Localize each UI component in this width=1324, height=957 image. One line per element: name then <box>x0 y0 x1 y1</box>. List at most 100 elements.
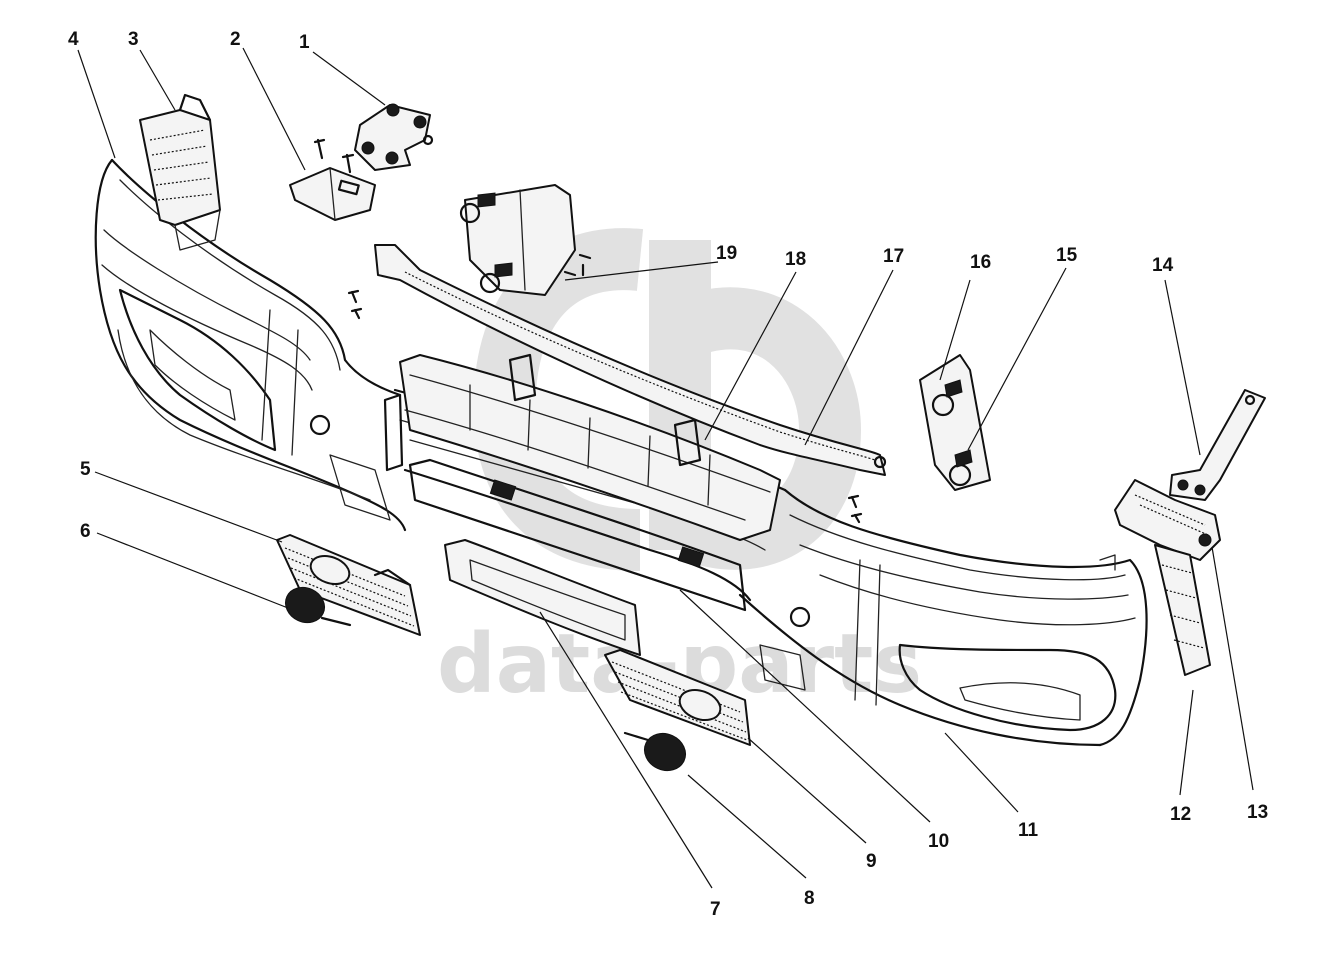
center-beam-top-edge <box>409 374 771 493</box>
part-reinforcement-strip <box>374 244 887 476</box>
leader-3 <box>139 49 176 111</box>
center-beam-clip-left <box>508 353 537 402</box>
leader-15 <box>967 267 1067 451</box>
leader-16 <box>939 279 971 381</box>
bumper-left-rib-1 <box>103 229 311 361</box>
right-upper-bracket-arm <box>1169 389 1266 501</box>
part-top-mount-plate <box>354 103 434 171</box>
center-mount-bracket-body <box>464 184 576 296</box>
center-mount-bracket-clip-1 <box>477 192 496 208</box>
right-grille-lamp-hole <box>678 689 722 721</box>
fastener-pair-left <box>347 289 363 320</box>
right-upper-bracket-bolt-1 <box>1177 479 1189 491</box>
bumper-right-tow-hole <box>789 606 811 628</box>
part-left-end-bracket <box>139 93 221 251</box>
part-right-grille <box>604 649 751 746</box>
bumper-left-tow-hole <box>309 414 331 436</box>
right-lamp-cover-pin <box>623 731 650 742</box>
leader-9 <box>747 737 867 844</box>
right-end-bracket-top <box>1114 479 1221 561</box>
callout-9: 9 <box>866 851 877 872</box>
bumper-left-step-pad <box>329 454 391 521</box>
part-right-upper-bracket <box>1169 389 1266 501</box>
bumper-left-lamp-opening <box>118 288 277 452</box>
bumper-right-vertical-ribs <box>854 559 881 706</box>
top-mount-plate-washer <box>422 134 434 146</box>
part-license-plate-panel <box>444 539 641 656</box>
callout-13: 13 <box>1247 802 1268 823</box>
left-lamp-cover-pin <box>320 616 352 627</box>
leader-13 <box>1211 546 1254 791</box>
leader-7 <box>539 611 713 889</box>
left-grille-lamp-hole <box>309 554 351 586</box>
center-beam-body <box>399 354 781 541</box>
callout-15: 15 <box>1056 245 1078 266</box>
right-grille-mesh <box>611 661 748 741</box>
center-mount-bracket-fold <box>519 189 526 291</box>
bumper-right-rib-1 <box>789 514 1126 581</box>
hinge-bracket-bolt-1 <box>313 138 326 160</box>
callout-labels: 1 2 3 4 5 6 7 8 9 10 11 12 13 14 15 16 1… <box>68 29 1268 920</box>
bumper-right-lamp-inner <box>959 682 1081 721</box>
bumper-left-lower-lip <box>117 329 371 501</box>
left-lamp-cover-disc <box>285 586 325 624</box>
center-beam-lower-edge <box>404 409 746 521</box>
part-right-lamp-cover <box>623 731 686 772</box>
bumper-right-step-pad <box>759 644 806 691</box>
hinge-bracket-bolt-2 <box>341 153 355 174</box>
leader-18 <box>704 271 797 441</box>
callout-5: 5 <box>80 459 91 480</box>
reinforcement-strip-holes <box>404 271 876 461</box>
top-mount-plate-bolt-3 <box>361 141 375 155</box>
leader-4 <box>77 49 116 159</box>
reinforcement-strip-body <box>374 244 886 476</box>
callout-8: 8 <box>804 888 815 909</box>
bumper-left-rib-2 <box>101 264 313 391</box>
center-beam-stiffeners <box>469 384 711 506</box>
right-mount-plate-body <box>919 354 991 491</box>
top-mount-plate-bolt-2 <box>413 115 427 129</box>
callout-7: 7 <box>710 899 721 920</box>
left-end-bracket-top-tab <box>178 93 212 122</box>
callout-16: 16 <box>970 252 991 273</box>
callout-19: 19 <box>716 243 737 264</box>
right-end-bracket-top-slots <box>1134 494 1209 536</box>
callout-18: 18 <box>785 249 806 270</box>
callout-12: 12 <box>1170 804 1191 825</box>
part-right-end-bracket <box>1114 479 1221 676</box>
callout-2: 2 <box>230 29 241 50</box>
bumper-left-lamp-inner <box>149 329 236 421</box>
leader-6 <box>96 532 289 609</box>
loose-fasteners <box>347 289 863 524</box>
part-center-mount-bracket <box>459 184 592 296</box>
leader-14 <box>1164 279 1201 456</box>
center-mount-bracket-bolt-4 <box>563 270 577 277</box>
bumper-center-lower-edge <box>403 468 752 602</box>
right-end-bracket-bolt <box>1198 533 1212 547</box>
callout-4: 4 <box>68 29 79 50</box>
hinge-bracket-slot <box>337 179 360 196</box>
center-beam-end-plate <box>383 393 404 472</box>
center-mount-bracket-clip-2 <box>494 262 513 278</box>
left-grille-end-tab <box>373 568 412 587</box>
fastener-pair-right <box>847 494 863 524</box>
license-plate-panel-recess <box>469 559 626 641</box>
right-upper-bracket-hole <box>1244 394 1256 406</box>
top-mount-plate-body <box>354 104 431 171</box>
callout-10: 10 <box>928 831 949 852</box>
reinforcement-strip-end-hole <box>873 455 887 469</box>
leader-12 <box>1179 689 1194 796</box>
leader-17 <box>804 269 894 446</box>
right-mount-plate-clip-1 <box>944 379 963 398</box>
part-hinge-bracket <box>289 138 376 221</box>
bumper-right-rib-3 <box>819 574 1136 626</box>
top-mount-plate-bolt-4 <box>385 151 399 165</box>
bumper-right-rib-2 <box>799 544 1129 600</box>
center-beam-clip-right <box>673 418 702 467</box>
center-mount-bracket-bolt-2 <box>479 272 501 294</box>
bumper-right-lower-edge <box>738 593 1102 747</box>
part-left-grille <box>276 534 421 636</box>
center-mount-bracket-bolt-3 <box>578 253 592 277</box>
leader-8 <box>687 774 807 879</box>
